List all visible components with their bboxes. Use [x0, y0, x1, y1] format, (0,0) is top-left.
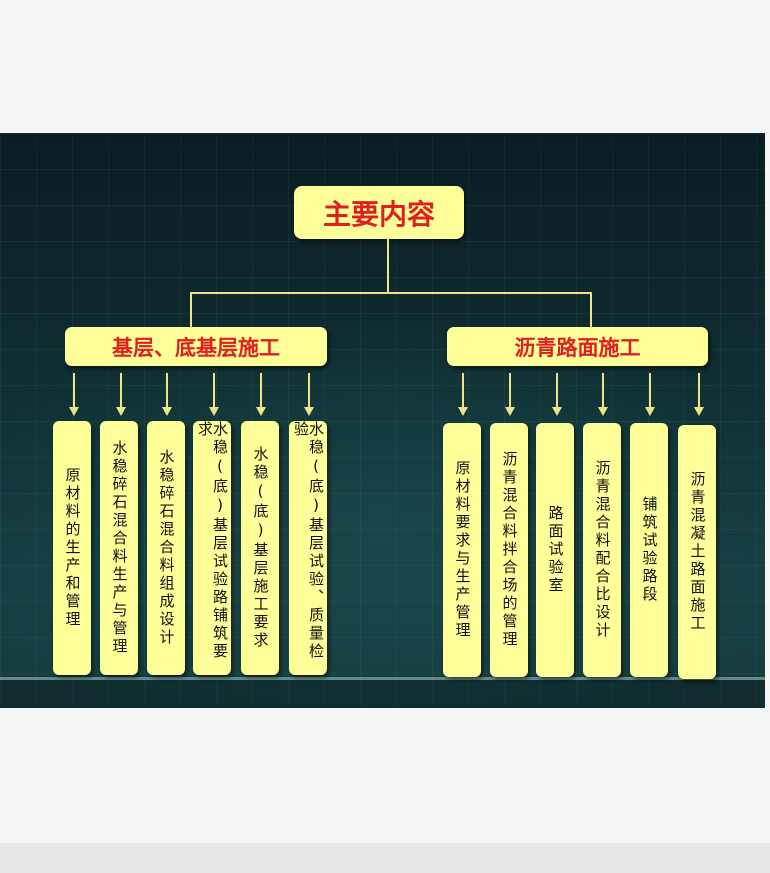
leaf-label: 水稳(底)基层试验路铺筑要求	[196, 421, 229, 661]
bottom-bar	[0, 843, 770, 873]
connector-horizontal	[190, 292, 592, 294]
leaf-node-right-2: 沥青混合料拌合场的管理	[490, 423, 528, 677]
leaf-label: 水稳(底)基层施工要求	[251, 446, 270, 650]
arrow-right-1	[458, 373, 468, 417]
connector-right-drop	[590, 292, 592, 327]
leaf-node-right-4: 沥青混合料配合比设计	[583, 423, 621, 677]
leaf-label: 铺筑试验路段	[640, 496, 659, 604]
leaf-label: 水稳(底)基层试验、质量检验	[292, 421, 325, 661]
leaf-label: 沥青混合料拌合场的管理	[500, 451, 519, 649]
arrow-right-4	[598, 373, 608, 417]
arrow-left-1	[69, 373, 79, 417]
arrow-left-2	[116, 373, 126, 417]
leaf-node-left-4: 水稳(底)基层试验路铺筑要求	[193, 421, 231, 675]
slide: 主要内容 基层、底基层施工 沥青路面施工 原材料的生产和管理 水稳碎石混合料生产…	[0, 133, 765, 708]
leaf-node-left-1: 原材料的生产和管理	[53, 421, 91, 675]
leaf-node-right-6: 沥青混凝土路面施工	[678, 425, 716, 679]
arrow-left-5	[256, 373, 266, 417]
leaf-node-left-3: 水稳碎石混合料组成设计	[147, 421, 185, 675]
leaf-node-left-2: 水稳碎石混合料生产与管理	[100, 421, 138, 675]
leaf-label: 水稳碎石混合料组成设计	[157, 449, 176, 647]
arrow-left-4	[209, 373, 219, 417]
category-node-asphalt: 沥青路面施工	[447, 327, 708, 366]
slide-floor-line	[0, 677, 765, 680]
category-node-base-layer: 基层、底基层施工	[65, 327, 327, 366]
slide-floor-shadow	[0, 680, 765, 708]
leaf-label: 路面试验室	[546, 505, 565, 595]
leaf-label: 原材料的生产和管理	[63, 467, 82, 629]
leaf-label: 水稳碎石混合料生产与管理	[110, 440, 129, 656]
leaf-node-left-6: 水稳(底)基层试验、质量检验	[289, 421, 327, 675]
arrow-right-3	[552, 373, 562, 417]
leaf-node-right-5: 铺筑试验路段	[630, 423, 668, 677]
root-node-title: 主要内容	[294, 186, 464, 239]
leaf-node-right-1: 原材料要求与生产管理	[443, 423, 481, 677]
leaf-label: 原材料要求与生产管理	[453, 460, 472, 640]
connector-root-stem	[387, 239, 389, 293]
arrow-right-6	[694, 373, 704, 417]
arrow-right-5	[645, 373, 655, 417]
leaf-label: 沥青混合料配合比设计	[593, 460, 612, 640]
connector-left-drop	[190, 292, 192, 327]
arrow-left-6	[304, 373, 314, 417]
arrow-left-3	[162, 373, 172, 417]
leaf-node-right-3: 路面试验室	[536, 423, 574, 677]
leaf-label: 沥青混凝土路面施工	[688, 471, 707, 633]
leaf-node-left-5: 水稳(底)基层施工要求	[241, 421, 279, 675]
arrow-right-2	[505, 373, 515, 417]
